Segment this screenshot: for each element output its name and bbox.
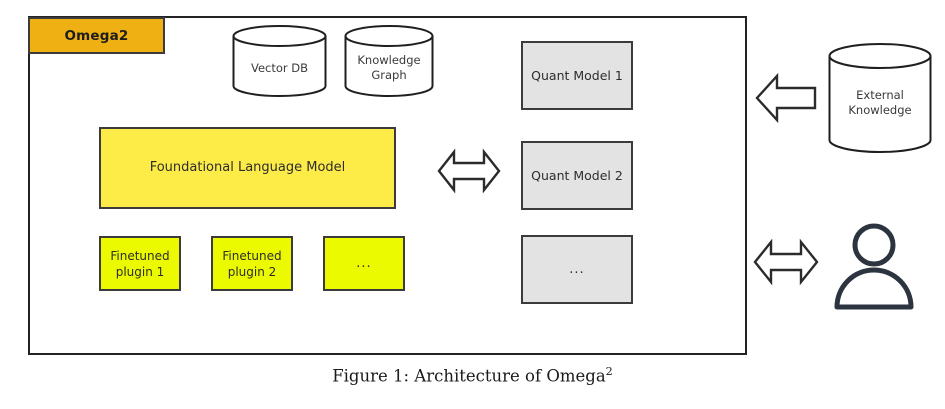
external-knowledge-label-line1: External [856, 88, 904, 102]
cylinder-shape-icon [232, 25, 327, 97]
cylinder-shape-icon [828, 43, 932, 153]
finetuned-plugin-1-box: Finetuned plugin 1 [99, 236, 181, 291]
quant-model-1-box: Quant Model 1 [521, 41, 633, 110]
quant-model-2-box: Quant Model 2 [521, 141, 633, 210]
figure-caption: Figure 1: Architecture of Omega2 [0, 365, 945, 386]
quant-model-more-label: ... [569, 261, 585, 277]
person-icon [834, 223, 914, 310]
datastore-knowledge-graph-label-line2: Graph [371, 68, 407, 82]
quant-model-1-label: Quant Model 1 [531, 67, 623, 83]
left-arrow-icon [755, 72, 817, 124]
foundational-language-model-box: Foundational Language Model [99, 127, 396, 209]
figure-caption-text: Figure 1: Architecture of Omega [332, 366, 606, 386]
user-arrow [753, 238, 819, 286]
figure-caption-superscript: 2 [605, 365, 613, 378]
external-knowledge-arrow [755, 72, 817, 124]
finetuned-plugin-2-label: Finetuned plugin 2 [222, 248, 282, 279]
datastore-knowledge-graph-label-line1: Knowledge [357, 53, 421, 67]
datastore-knowledge-graph: Knowledge Graph [344, 25, 434, 97]
datastore-vector-db: Vector DB [232, 25, 327, 97]
foundational-language-model-label: Foundational Language Model [149, 160, 346, 175]
double-arrow-icon [437, 148, 501, 194]
user-person-icon [831, 222, 917, 312]
system-title-label: Omega2 [64, 27, 129, 44]
finetuned-plugin-more-label: ... [356, 255, 372, 271]
quant-model-2-label: Quant Model 2 [531, 167, 623, 183]
finetuned-plugin-1-label: Finetuned plugin 1 [110, 248, 170, 279]
external-knowledge-label-line2: Knowledge [848, 103, 912, 117]
finetuned-plugin-2-box: Finetuned plugin 2 [211, 236, 293, 291]
double-arrow-icon [753, 238, 819, 286]
cylinder-shape-icon [344, 25, 434, 97]
core-to-quant-arrow [437, 148, 501, 194]
finetuned-plugin-more-box: ... [323, 236, 405, 291]
datastore-vector-db-label: Vector DB [250, 61, 309, 75]
quant-model-more-box: ... [521, 235, 633, 304]
external-knowledge-datastore: External Knowledge [828, 43, 932, 153]
system-title-tab: Omega2 [28, 17, 165, 54]
